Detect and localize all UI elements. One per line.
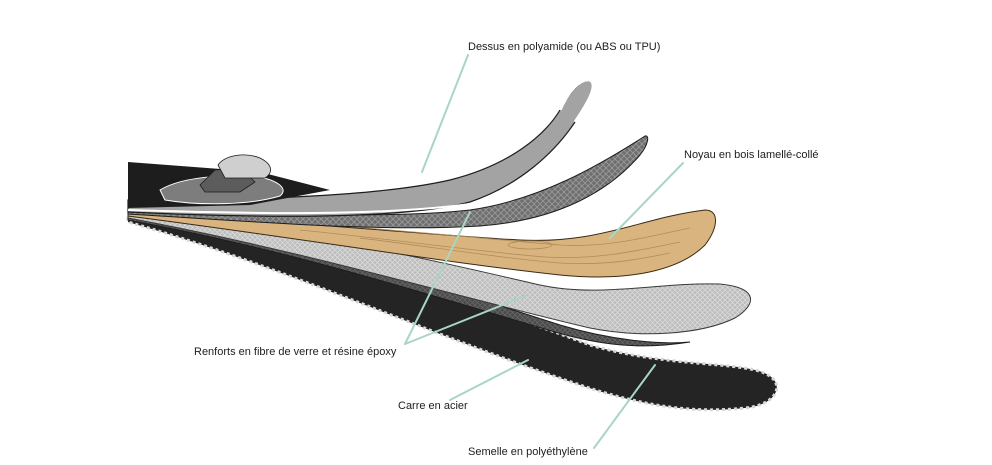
label-steel-edge: Carre en acier — [398, 400, 468, 412]
leader-wood-core — [609, 162, 684, 239]
leader-fiber-upper — [404, 211, 471, 345]
leader-base — [593, 364, 656, 449]
label-fiber-reinforcement: Renforts en fibre de verre et résine épo… — [194, 346, 397, 358]
wood-core-layer — [127, 209, 716, 278]
leader-top-sheet — [421, 54, 469, 173]
leader-edge — [449, 359, 529, 401]
leader-lines — [404, 54, 684, 449]
label-top-sheet: Dessus en polyamide (ou ABS ou TPU) — [468, 41, 661, 53]
upper-fiber-layer — [127, 135, 649, 229]
label-base: Semelle en polyéthylène — [468, 446, 588, 458]
base-layer — [126, 216, 779, 412]
label-wood-core: Noyau en bois lamellé-collé — [684, 149, 819, 161]
top-sheet-layer — [127, 78, 595, 217]
leader-fiber-lower — [404, 295, 526, 345]
